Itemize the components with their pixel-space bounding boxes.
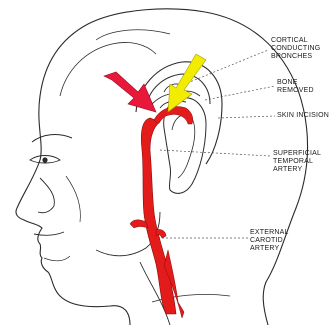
cheek-line	[66, 176, 80, 222]
label-bone-removed: BONE REMOVED	[277, 79, 314, 95]
temple-contour	[96, 30, 170, 40]
head-outline	[16, 9, 205, 325]
yellow-arrow	[168, 54, 206, 112]
artery-branch-upper	[154, 107, 193, 125]
label-superficial-temporal-artery: SUPERFICIAL TEMPORAL ARTERY	[273, 150, 321, 174]
leader-lines	[158, 50, 275, 238]
label-cortical-conducting-bronches: CORTICAL CONDUCTING BRONCHES	[271, 37, 320, 61]
nose	[38, 178, 54, 213]
leader-skin	[218, 116, 275, 118]
ear-inner	[172, 115, 195, 178]
leader-sta	[160, 150, 270, 156]
leader-bone	[205, 86, 275, 100]
label-external-carotid-artery: EXTERNAL CAROTID ARTERY	[250, 229, 289, 253]
pupil	[42, 157, 47, 162]
red-arrow	[104, 72, 156, 112]
label-skin-incision: SKIN INCISION	[277, 112, 329, 120]
superficial-temporal-artery	[141, 118, 176, 314]
chin-line	[44, 256, 70, 261]
eyebrow	[32, 135, 72, 142]
